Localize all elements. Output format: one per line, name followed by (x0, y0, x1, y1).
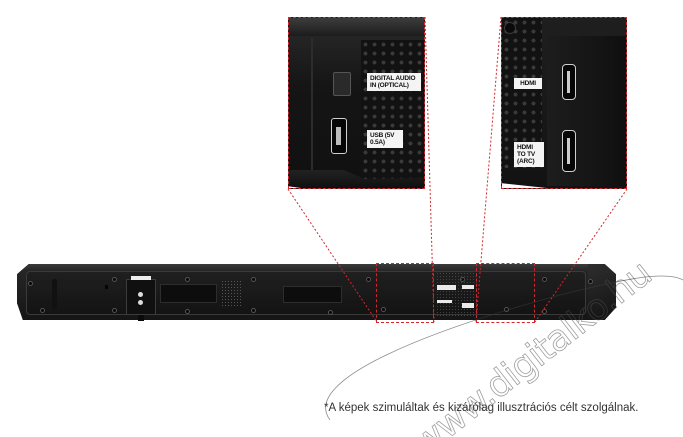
power-socket (126, 279, 156, 315)
screw-icon (328, 310, 333, 315)
screw-icon (112, 277, 117, 282)
optical-port (333, 72, 351, 96)
highlight-region-right (476, 263, 535, 323)
optical-label: DIGITAL AUDIO IN (OPTICAL) (367, 73, 421, 91)
usb-label: USB (5V 0.5A) (367, 130, 403, 148)
hdmi-arc-port (562, 130, 576, 172)
hdmi-in-label: HDMI (514, 78, 542, 89)
inset-optical-usb: DIGITAL AUDIO IN (OPTICAL) USB (5V 0.5A) (288, 17, 425, 189)
hdmi-in-port (562, 64, 576, 100)
vent (160, 284, 217, 303)
screw-icon (381, 307, 386, 312)
speaker-grille (361, 40, 424, 180)
vent (283, 286, 342, 303)
disclaimer-caption: *A képek szimuláltak és kizárólag illusz… (324, 402, 639, 414)
speaker-grille (502, 18, 542, 168)
port-grille (436, 272, 478, 316)
inset-hdmi: HDMI HDMI TO TV (ARC) (501, 17, 627, 189)
screw-icon (28, 281, 33, 286)
power-label (131, 276, 151, 280)
hdmi-arc-mini-label (462, 303, 474, 308)
speaker-mesh (221, 280, 241, 308)
screw-icon (504, 22, 516, 34)
screw-icon (251, 277, 256, 282)
hdmi-mini-label (462, 285, 474, 289)
screw-icon (366, 277, 371, 282)
screw-icon (542, 277, 547, 282)
usb-mini-label (437, 300, 452, 303)
screw-icon (185, 277, 190, 282)
screw-icon (251, 308, 256, 313)
screw-icon (112, 308, 117, 313)
screw-icon (40, 308, 45, 313)
screw-icon (185, 309, 190, 314)
hdmi-arc-label: HDMI TO TV (ARC) (514, 142, 544, 167)
screw-icon (588, 279, 593, 284)
optical-mini-label (437, 285, 456, 290)
usb-port (331, 118, 347, 154)
soundbar-end-cap (588, 264, 616, 320)
